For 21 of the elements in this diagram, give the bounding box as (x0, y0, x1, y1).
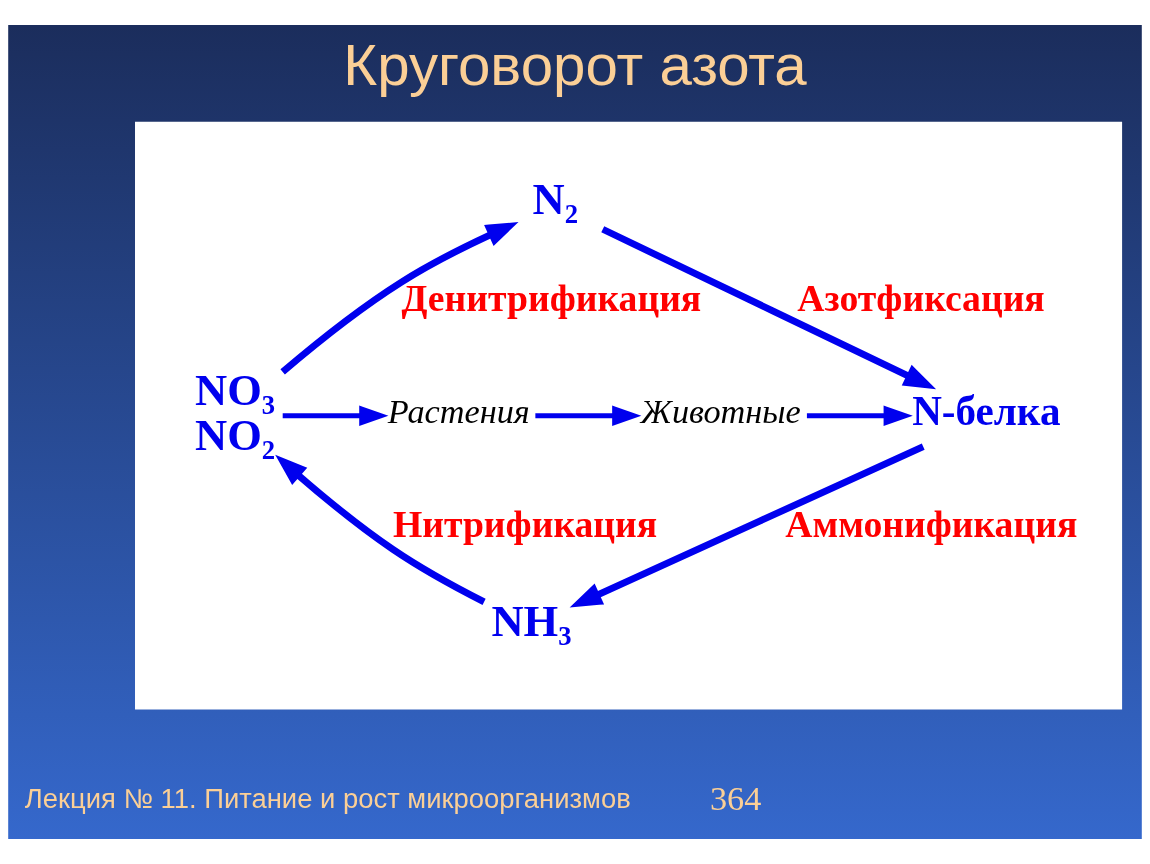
arrow (275, 454, 486, 605)
node-text: N-белка (912, 387, 1061, 434)
label: 364 (709, 778, 762, 817)
label: Лекция № 11. Питание и рост микроорганизмов (24, 782, 631, 814)
arrow (280, 221, 519, 375)
node-text: NO₃ NO₂ (194, 365, 276, 460)
node-text: N₂ (532, 174, 579, 225)
arrow (806, 405, 913, 426)
arrow (282, 405, 389, 426)
node-text: Растения (387, 391, 530, 430)
arrow (569, 443, 925, 608)
edge-label: Аммонификация (785, 502, 1078, 545)
edge-label: Нитрификация (392, 502, 658, 545)
arrow (535, 405, 642, 426)
node-text: NH₃ (491, 595, 572, 646)
arrow (601, 226, 937, 390)
edge-label: Азотфиксация (797, 276, 1045, 319)
edge-label: Денитрификация (401, 276, 702, 319)
node-text: Животные (640, 391, 801, 430)
cluster (135, 121, 1123, 710)
diagram-title: Круговорот азота (343, 32, 807, 98)
